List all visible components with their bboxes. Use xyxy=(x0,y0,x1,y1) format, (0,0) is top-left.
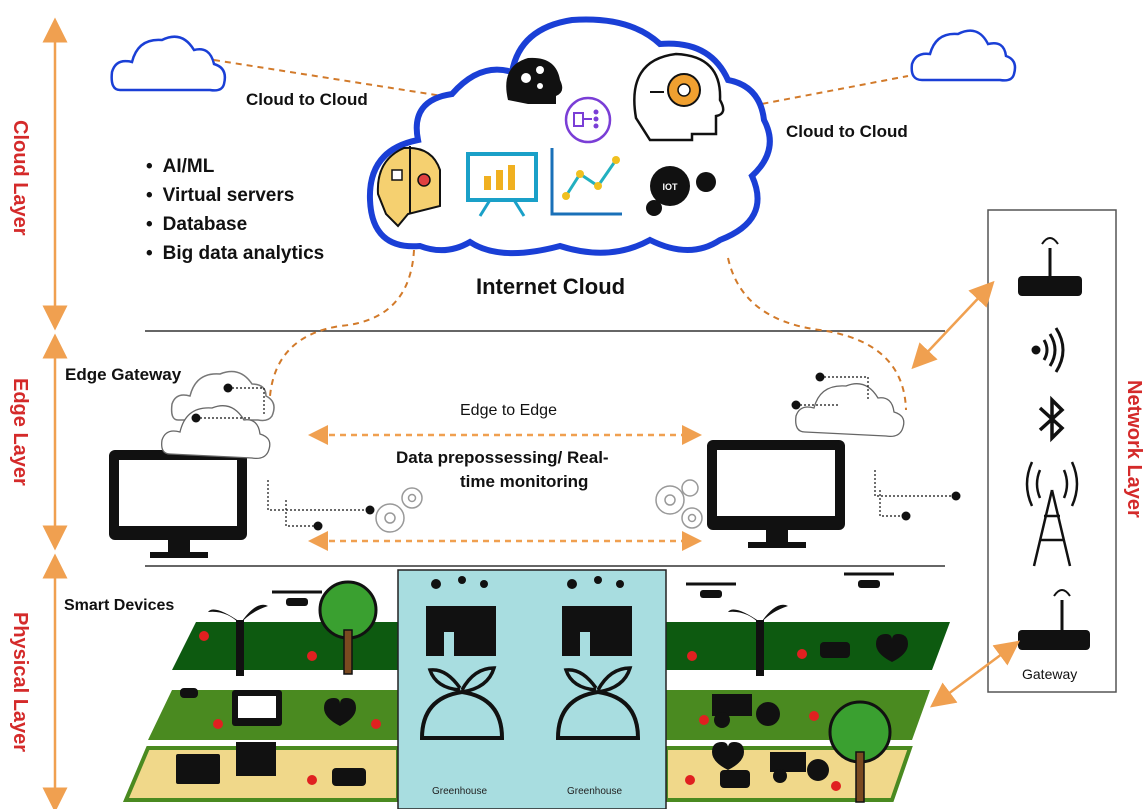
capability-item: Database xyxy=(146,210,324,239)
tree-left-icon xyxy=(318,580,378,675)
edge-to-edge-label: Edge to Edge xyxy=(460,402,557,419)
wifi-signal-icon xyxy=(1031,327,1065,373)
edge-to-edge-arrows xyxy=(308,425,702,551)
iot-gear-text: IOT xyxy=(663,182,679,192)
edge-layer-label: Edge Layer xyxy=(9,378,31,486)
tree-right-icon xyxy=(828,700,892,803)
processing-label-line2: time monitoring xyxy=(460,472,589,491)
network-arrows xyxy=(911,280,1021,708)
processing-label-line1: Data prepossessing/ Real- xyxy=(396,448,609,467)
cow-icons xyxy=(332,642,850,788)
gateway-router-icon xyxy=(1018,589,1090,650)
capability-item: Big data analytics xyxy=(146,239,325,268)
drone-right-2-icon xyxy=(844,572,894,588)
heart-monitor-icons xyxy=(324,634,908,770)
gears-right-icon xyxy=(655,479,703,529)
sensor-station-icons xyxy=(176,688,282,784)
smart-devices-label: Smart Devices xyxy=(64,597,175,614)
capability-item: AI/ML xyxy=(146,152,324,181)
cloud-to-cloud-right-label: Cloud to Cloud xyxy=(786,122,908,141)
palm-tree-left-icon xyxy=(208,604,268,676)
network-gateway-label: Gateway xyxy=(1022,666,1078,682)
sensor-red-dots xyxy=(199,631,841,791)
drone-left-icon xyxy=(272,590,322,606)
palm-tree-right-icon xyxy=(728,604,788,676)
greenhouse-panel xyxy=(397,569,667,809)
gears-left-icon xyxy=(375,487,423,533)
cloud-left-icon xyxy=(110,35,227,92)
greenhouse-left-label: Greenhouse xyxy=(432,786,488,797)
edge-gateway-label: Edge Gateway xyxy=(65,365,182,384)
cell-tower-icon xyxy=(1025,461,1079,567)
edge-device-left xyxy=(109,370,275,558)
cloud-right-icon xyxy=(910,29,1017,82)
cloud-to-cloud-left-label: Cloud to Cloud xyxy=(246,90,368,109)
iot-gears-icon: IOT xyxy=(646,166,716,216)
line-chart-icon xyxy=(550,148,622,216)
greenhouse-left-icon xyxy=(419,576,505,740)
physical-layer-label: Physical Layer xyxy=(9,612,31,753)
edge-connector-dots xyxy=(196,376,956,527)
router-top-icon xyxy=(1018,237,1082,296)
head-gears-icon xyxy=(506,57,563,104)
cloud-capabilities-list: AI/ML Virtual servers Database Big data … xyxy=(146,152,325,268)
greenhouse-right-label: Greenhouse xyxy=(567,786,623,797)
edge-connector-endpoints xyxy=(191,372,961,531)
cloud-layer-label: Cloud Layer xyxy=(9,120,31,236)
internet-cloud-label: Internet Cloud xyxy=(476,274,626,299)
greenhouse-right-icon xyxy=(555,576,641,740)
cloud-edge-links xyxy=(269,249,907,411)
tractor-icons xyxy=(712,694,829,783)
cloud-to-cloud-links xyxy=(213,59,909,111)
field-top-right xyxy=(666,622,950,670)
ai-brain-head-icon xyxy=(633,52,725,142)
edge-device-right xyxy=(707,383,905,548)
internet-cloud-shape xyxy=(366,16,773,257)
presentation-board-icon xyxy=(466,152,538,217)
robot-head-icon xyxy=(376,146,441,228)
network-layer-label: Network Layer xyxy=(1123,380,1145,518)
capability-item: Virtual servers xyxy=(146,181,324,210)
flowchart-icon xyxy=(564,96,612,144)
drone-right-1-icon xyxy=(686,582,736,598)
bluetooth-icon xyxy=(1038,395,1065,443)
